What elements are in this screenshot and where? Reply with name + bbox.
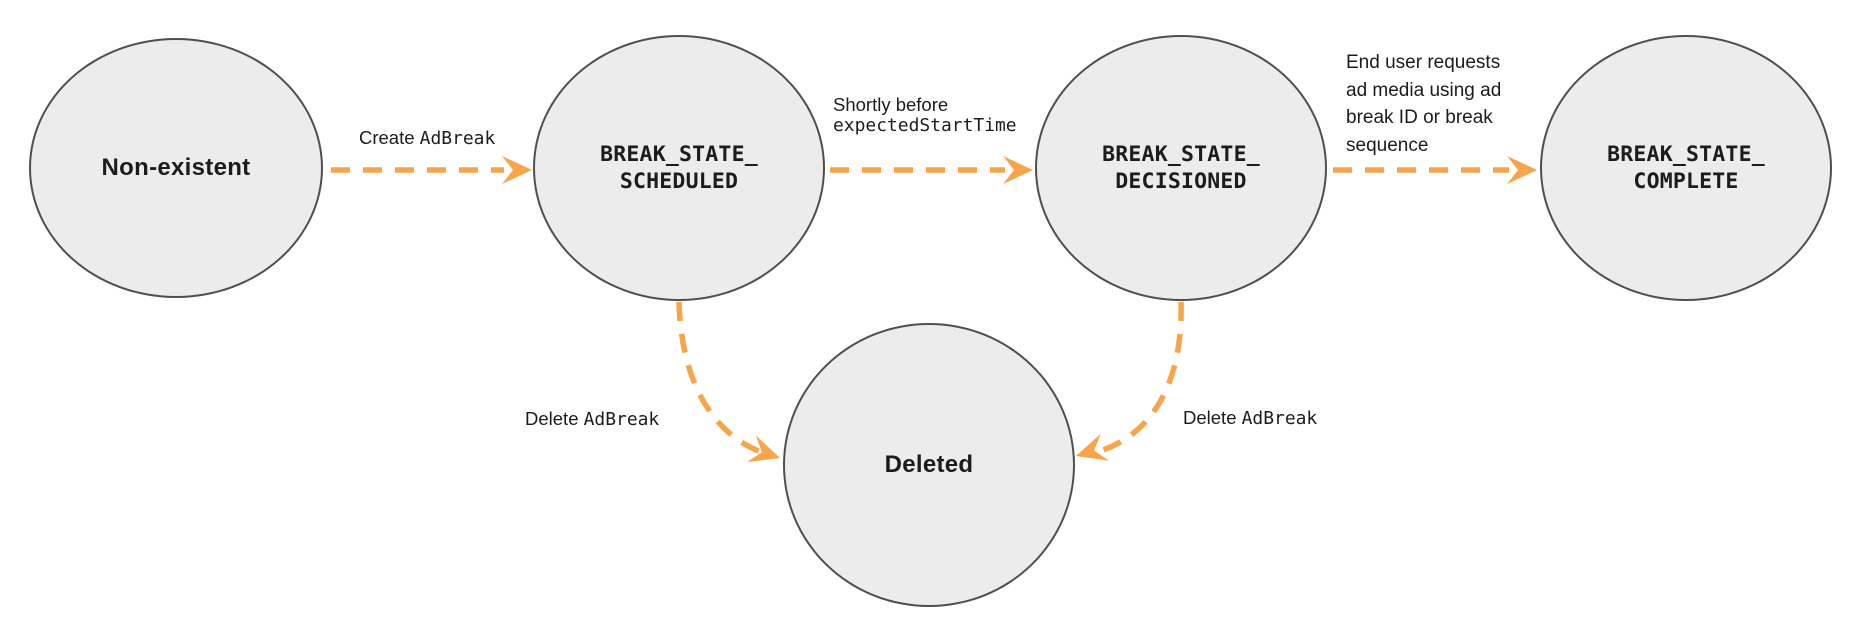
edge-label-to-complete-line3: break ID or break bbox=[1346, 107, 1493, 128]
arrowhead-create-adbreak bbox=[502, 156, 532, 184]
arrow-delete-from-scheduled bbox=[676, 301, 762, 455]
node-deleted: Deleted bbox=[783, 323, 1075, 607]
edge-label-delete-right-text: Delete bbox=[1183, 407, 1242, 428]
edge-label-delete-from-decisioned: Delete AdBreak bbox=[1183, 407, 1317, 429]
node-complete-label-line2: COMPLETE bbox=[1633, 169, 1739, 194]
node-non-existent-label: Non-existent bbox=[101, 154, 251, 181]
edge-label-to-decisioned: Shortly before expectedStartTime bbox=[833, 94, 1017, 136]
edge-label-delete-from-scheduled: Delete AdBreak bbox=[525, 408, 659, 430]
arrowhead-to-complete bbox=[1507, 156, 1537, 184]
node-break-state-scheduled: BREAK_STATE_ SCHEDULED bbox=[533, 35, 825, 301]
edge-label-create-text: Create bbox=[359, 127, 420, 148]
edge-label-to-complete: End user requests ad media using ad brea… bbox=[1346, 49, 1501, 159]
node-scheduled-label-line1: BREAK_STATE_ bbox=[600, 142, 758, 167]
edge-label-to-decisioned-code: expectedStartTime bbox=[833, 115, 1017, 136]
edge-label-to-decisioned-text: Shortly before bbox=[833, 94, 949, 115]
edge-label-to-complete-line2: ad media using ad bbox=[1346, 79, 1502, 101]
arrowhead-to-decisioned bbox=[1003, 156, 1033, 184]
edge-label-delete-left-text: Delete bbox=[525, 408, 584, 429]
node-decisioned-label-line1: BREAK_STATE_ bbox=[1102, 142, 1260, 167]
edge-label-delete-right-code: AdBreak bbox=[1241, 408, 1318, 429]
edge-label-create-adbreak: Create AdBreak bbox=[359, 127, 495, 149]
edge-label-delete-left-code: AdBreak bbox=[583, 409, 660, 430]
node-scheduled-label-line2: SCHEDULED bbox=[619, 169, 739, 194]
node-complete-label-line1: BREAK_STATE_ bbox=[1607, 142, 1765, 167]
arrow-delete-from-decisioned bbox=[1099, 301, 1184, 454]
edge-label-to-complete-line1: End user requests bbox=[1346, 52, 1501, 73]
edge-label-to-complete-line4: sequence bbox=[1346, 134, 1429, 156]
arrowhead-delete-from-scheduled bbox=[747, 435, 780, 463]
node-non-existent: Non-existent bbox=[29, 38, 323, 298]
node-deleted-label: Deleted bbox=[884, 451, 974, 478]
node-decisioned-label-line2: DECISIONED bbox=[1115, 169, 1247, 194]
node-break-state-complete: BREAK_STATE_ COMPLETE bbox=[1540, 35, 1832, 301]
edge-label-create-code: AdBreak bbox=[419, 128, 496, 149]
node-break-state-decisioned: BREAK_STATE_ DECISIONED bbox=[1035, 35, 1327, 301]
arrowhead-delete-from-decisioned bbox=[1076, 433, 1109, 461]
